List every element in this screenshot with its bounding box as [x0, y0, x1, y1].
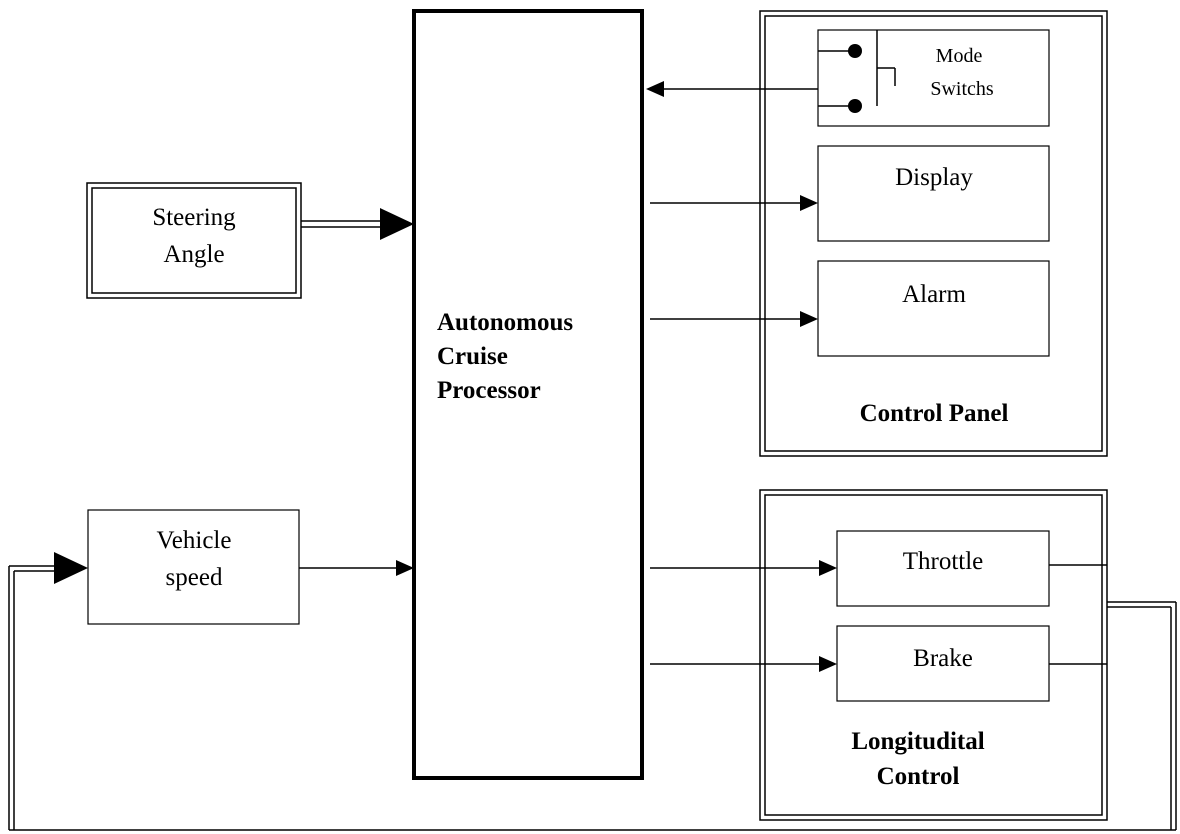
brake-label: Brake — [913, 645, 973, 672]
control-panel-title: Control Panel — [860, 400, 1009, 427]
steering-label-line-2: Angle — [163, 241, 224, 268]
steering-angle-block: Steering Angle — [86, 182, 302, 299]
alarm-box: Alarm — [817, 260, 1050, 357]
processor-label-line-2: Cruise — [437, 343, 508, 370]
alarm-label: Alarm — [902, 281, 966, 308]
vehicle-speed-block: Vehicle speed — [87, 509, 300, 625]
throttle-box: Throttle — [836, 530, 1050, 607]
vehicle-speed-label-line-1: Vehicle — [157, 527, 232, 554]
mode-switches-label-line-2: Switchs — [930, 78, 994, 100]
vehicle-speed-arrow — [299, 560, 414, 576]
switch-contact-icon — [848, 99, 862, 113]
throttle-arrow — [650, 560, 837, 576]
display-arrow — [650, 195, 818, 211]
throttle-label: Throttle — [903, 548, 984, 575]
alarm-arrow — [650, 311, 818, 327]
display-label: Display — [895, 164, 973, 191]
brake-box: Brake — [836, 625, 1050, 702]
processor-label-line-1: Autonomous — [437, 309, 573, 336]
mode-switches-arrow — [646, 81, 818, 97]
brake-arrow — [650, 656, 837, 672]
steering-arrow — [301, 208, 414, 240]
feedback-loop — [8, 552, 1177, 831]
processor-label-line-3: Processor — [437, 377, 541, 404]
mode-switches-label-line-1: Mode — [936, 45, 983, 67]
vehicle-speed-label-line-2: speed — [166, 564, 223, 591]
longitudinal-title-line-1: Longitudital — [851, 728, 984, 755]
longitudinal-control: Longitudital Control — [759, 489, 1108, 821]
longitudinal-title-line-2: Control — [877, 763, 960, 790]
actuator-output-lines — [1049, 564, 1107, 665]
display-box: Display — [817, 145, 1050, 242]
control-panel: Control Panel — [759, 10, 1108, 457]
steering-label-line-1: Steering — [152, 204, 236, 231]
mode-switches-box: Mode Switchs — [817, 29, 1050, 127]
processor-block: Autonomous Cruise Processor — [412, 9, 644, 780]
switch-contact-icon — [848, 44, 862, 58]
